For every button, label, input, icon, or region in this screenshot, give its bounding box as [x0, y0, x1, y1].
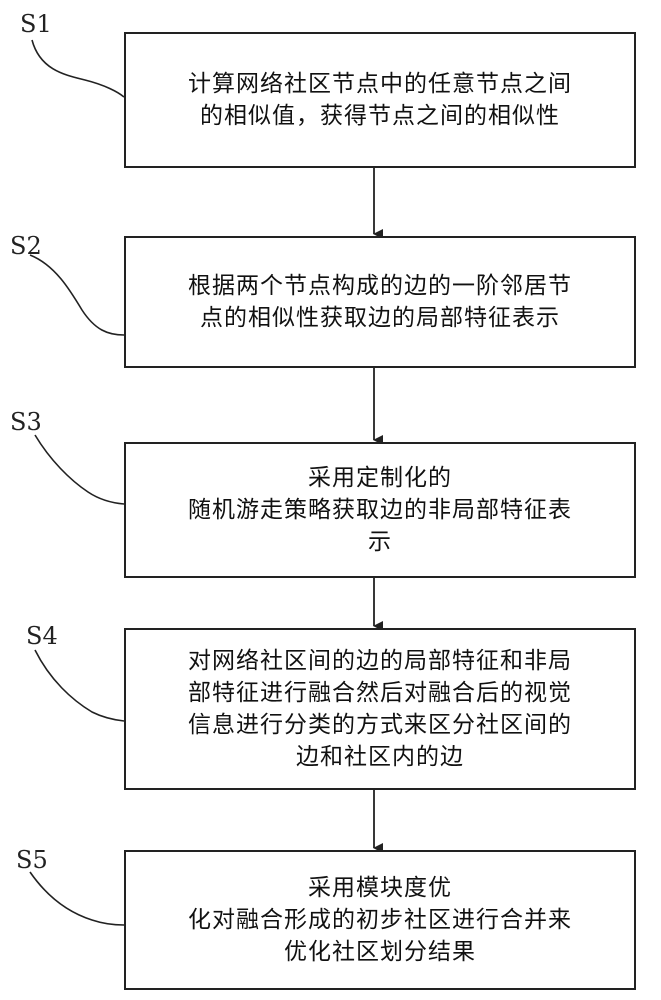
step-label-s2: S2: [10, 232, 42, 260]
step-label-s3: S3: [10, 408, 42, 436]
step-box-s1: 计算网络社区节点中的任意节点之间 的相似值，获得节点之间的相似性: [124, 32, 636, 168]
step-s2-text-line: 根据两个节点构成的边的一阶邻居节: [188, 270, 572, 302]
leader-s4: [35, 650, 124, 721]
step-s4-text-line: 对网络社区间的边的局部特征和非局: [188, 645, 572, 677]
step-s3-text-line: 采用定制化的: [308, 462, 452, 494]
leader-s2: [30, 255, 124, 335]
leader-s5: [30, 872, 124, 925]
step-s3-text-line: 示: [368, 526, 392, 558]
step-label-s1: S1: [20, 10, 52, 38]
step-label-s4: S4: [26, 622, 58, 650]
step-s5-text-line: 采用模块度优: [308, 872, 452, 904]
step-s3-text-line: 随机游走策略获取边的非局部特征表: [188, 494, 572, 526]
step-label-s5: S5: [16, 846, 48, 874]
step-s1-text-line: 计算网络社区节点中的任意节点之间: [188, 68, 572, 100]
step-s5-text-line: 化对融合形成的初步社区进行合并来: [188, 904, 572, 936]
step-s4-text-line: 信息进行分类的方式来区分社区间的: [188, 709, 572, 741]
step-s4-text-line: 部特征进行融合然后对融合后的视觉: [188, 677, 572, 709]
step-s5-text-line: 优化社区划分结果: [284, 936, 476, 968]
step-box-s4: 对网络社区间的边的局部特征和非局 部特征进行融合然后对融合后的视觉 信息进行分类…: [124, 628, 636, 790]
step-s2-text-line: 点的相似性获取边的局部特征表示: [200, 302, 560, 334]
step-box-s2: 根据两个节点构成的边的一阶邻居节 点的相似性获取边的局部特征表示: [124, 236, 636, 368]
step-s4-text-line: 边和社区内的边: [296, 741, 464, 773]
leader-s3: [35, 435, 124, 504]
leader-s1: [32, 40, 124, 97]
step-box-s3: 采用定制化的 随机游走策略获取边的非局部特征表 示: [124, 442, 636, 578]
step-s1-text-line: 的相似值，获得节点之间的相似性: [200, 100, 560, 132]
step-box-s5: 采用模块度优 化对融合形成的初步社区进行合并来 优化社区划分结果: [124, 850, 636, 990]
